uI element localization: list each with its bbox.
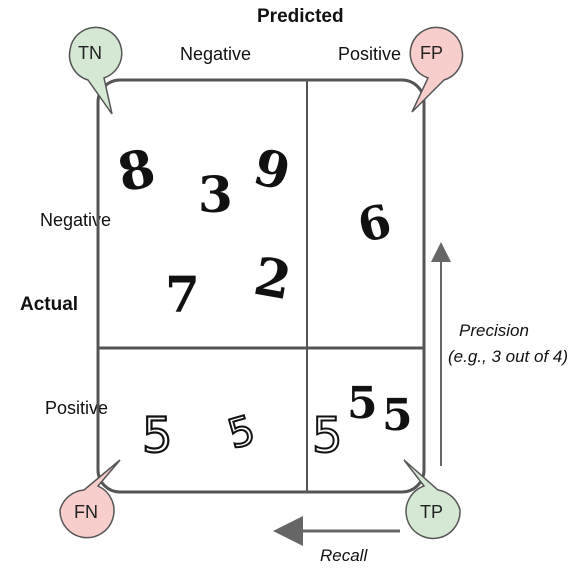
fp-digit: 6 bbox=[352, 193, 396, 253]
tn-digit: 8 bbox=[112, 138, 160, 205]
predicted-positive-label: Positive bbox=[338, 44, 402, 64]
tp-cell: 5 5 5 bbox=[311, 378, 413, 465]
tn-label: TN bbox=[78, 43, 102, 63]
confusion-matrix-diagram: 8 3 9 7 2 6 5 5 5 5 5 TN FP FN TP bbox=[59, 26, 464, 546]
precision-example: (e.g., 3 out of 4) bbox=[448, 347, 568, 366]
tp-bubble: TP bbox=[403, 459, 461, 540]
fn-label: FN bbox=[74, 502, 98, 522]
matrix-frame bbox=[96, 78, 426, 494]
predicted-negative-label: Negative bbox=[180, 44, 252, 64]
precision-annotation: Precision (e.g., 3 out of 4) bbox=[448, 318, 568, 370]
tp-digit: 5 bbox=[382, 390, 413, 441]
fp-bubble: FP bbox=[409, 26, 464, 113]
tn-digit: 9 bbox=[248, 137, 296, 203]
recall-label: Recall bbox=[320, 546, 368, 565]
fp-label: FP bbox=[420, 43, 443, 63]
tp-digit: 5 bbox=[312, 408, 343, 464]
actual-positive-label: Positive bbox=[45, 398, 109, 418]
tn-digit: 3 bbox=[198, 165, 233, 224]
tp-digit: 5 bbox=[347, 378, 378, 429]
tn-digit: 7 bbox=[165, 265, 200, 324]
fn-digit: 5 bbox=[223, 407, 260, 458]
tp-label: TP bbox=[420, 502, 443, 522]
fp-cell: 6 bbox=[352, 193, 396, 253]
predicted-title: Predicted bbox=[257, 6, 344, 27]
precision-label: Precision bbox=[459, 321, 529, 340]
actual-title: Actual bbox=[20, 294, 79, 315]
fn-bubble: FN bbox=[59, 459, 121, 539]
tn-bubble: TN bbox=[68, 26, 123, 115]
tn-digit: 2 bbox=[249, 246, 295, 312]
tn-cell: 8 3 9 7 2 bbox=[112, 137, 296, 324]
fn-cell: 5 5 bbox=[141, 406, 261, 465]
actual-negative-label: Negative bbox=[40, 210, 112, 230]
fn-digit: 5 bbox=[142, 408, 173, 464]
